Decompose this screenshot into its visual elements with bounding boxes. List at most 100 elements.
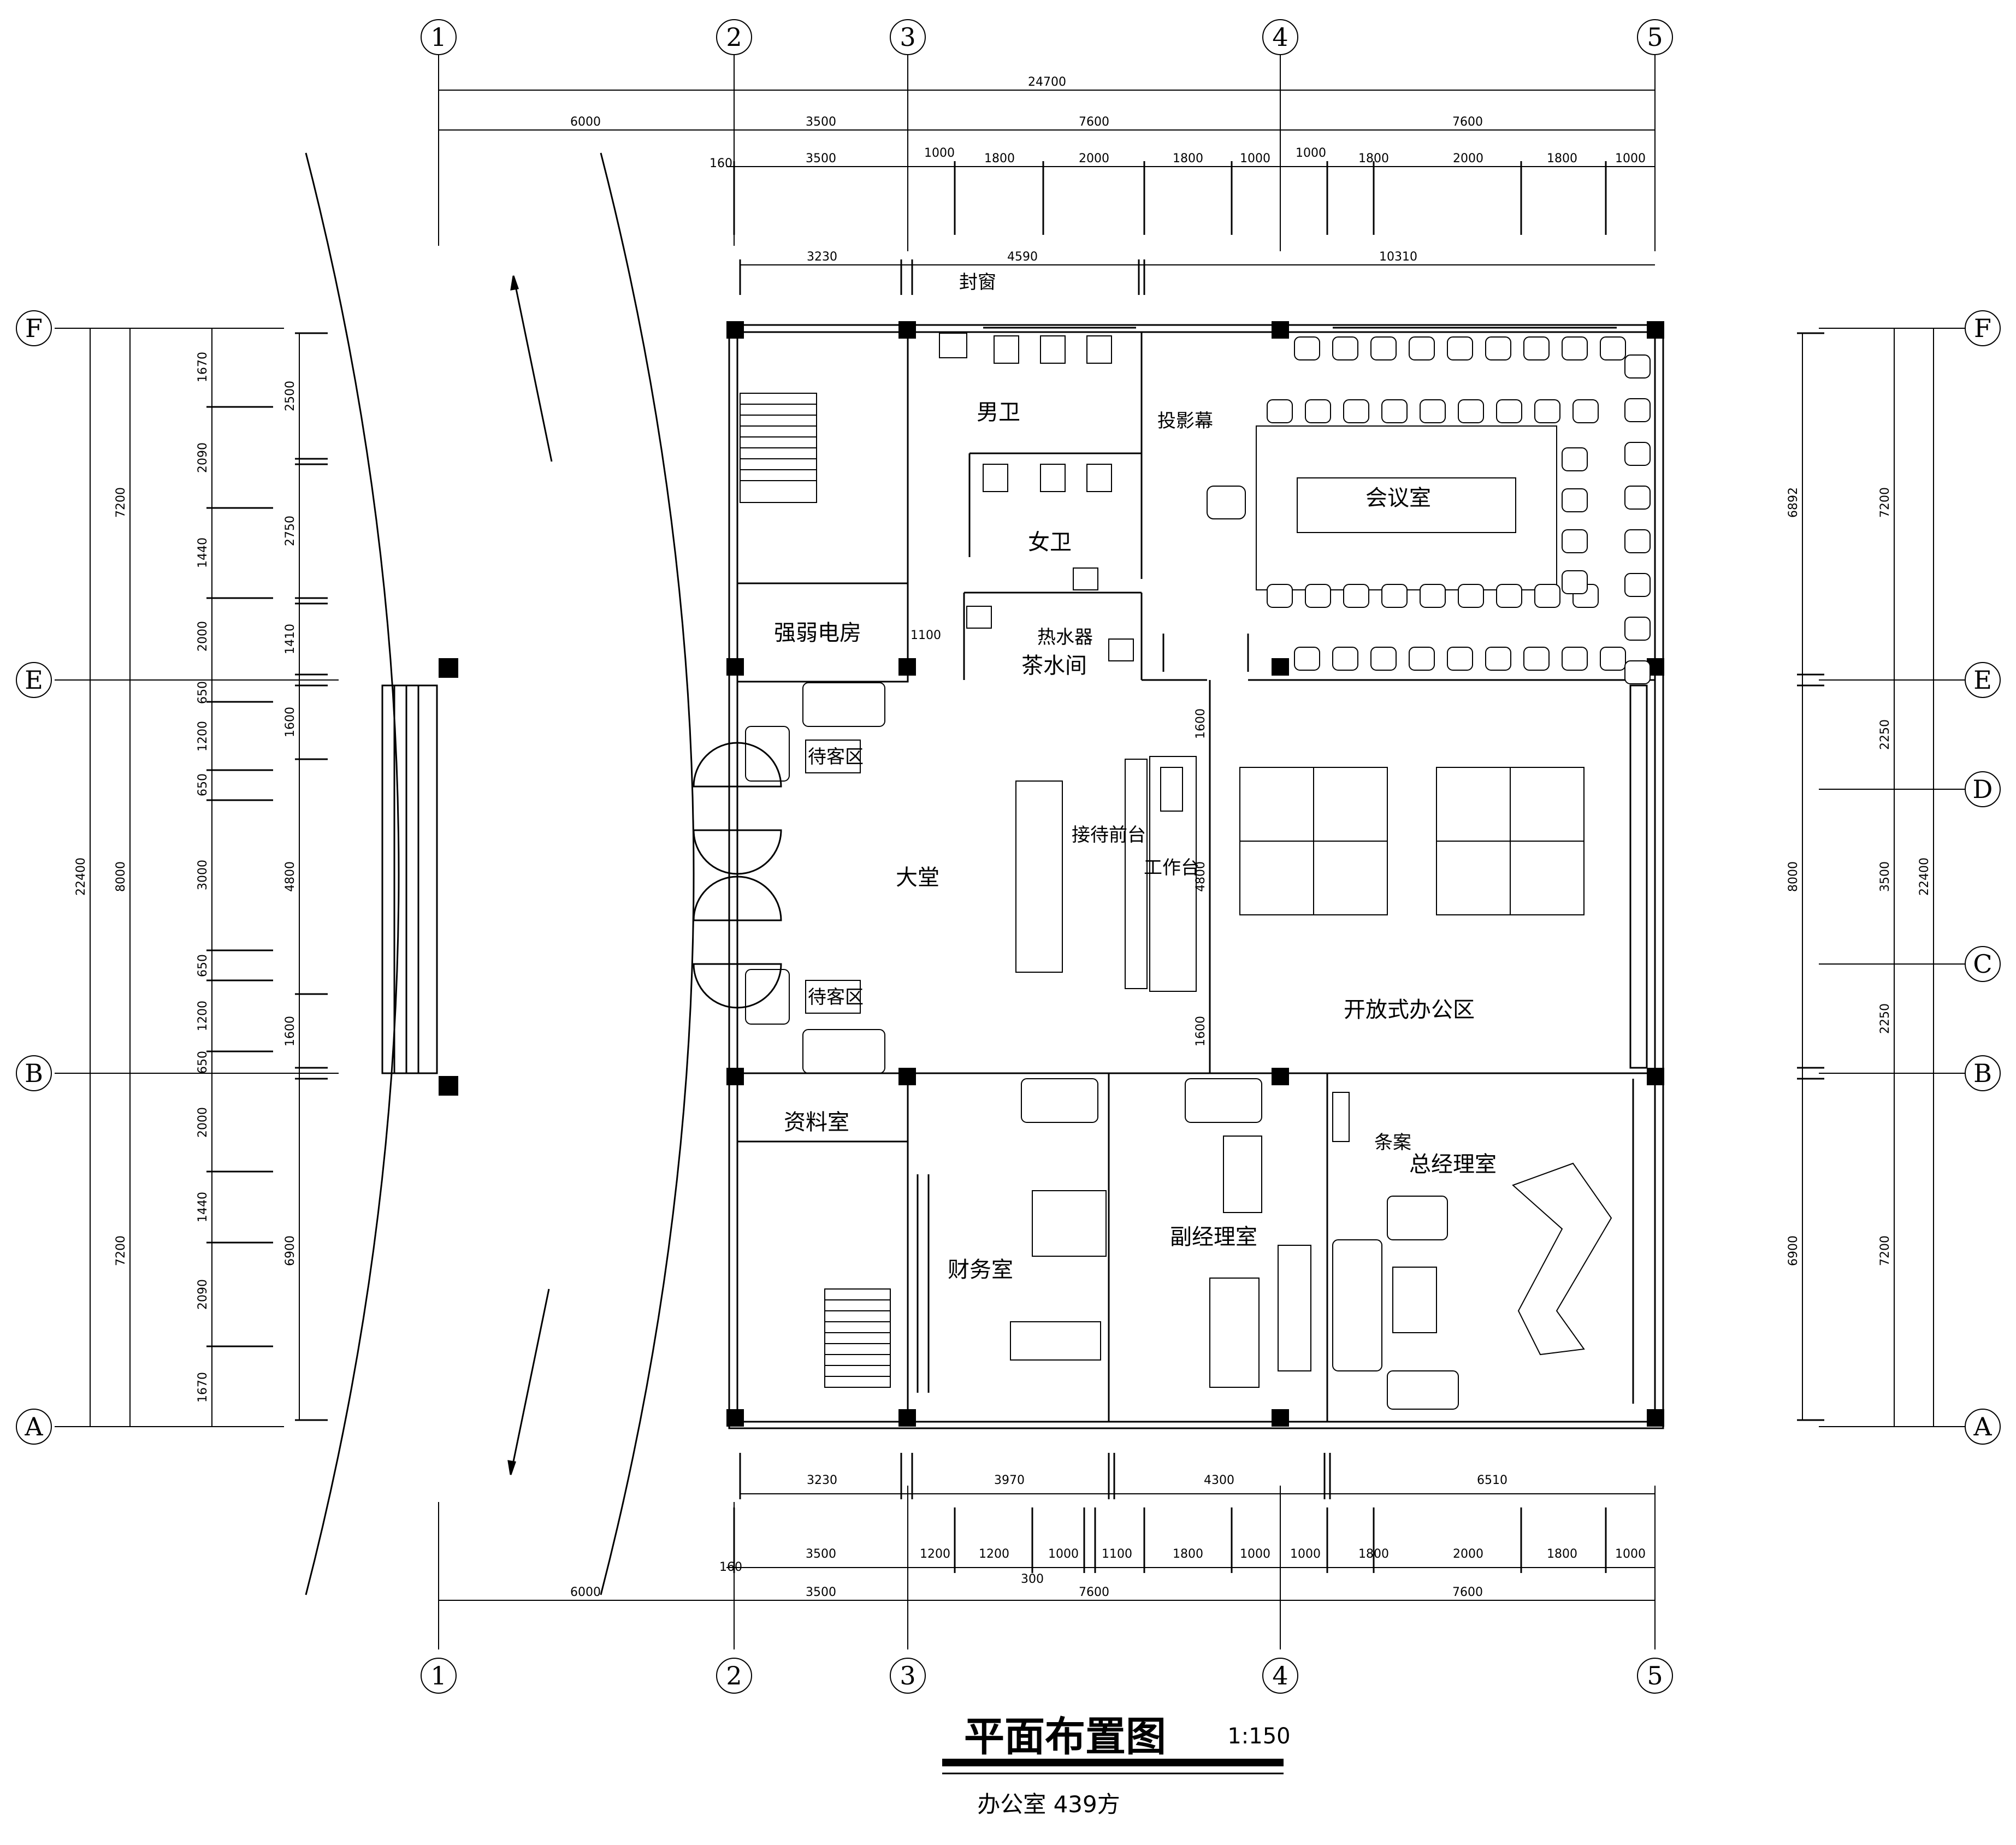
dim-bot-r2-11: 1800 xyxy=(1547,1547,1577,1561)
dim-top-r3-8: 1000 xyxy=(1296,146,1326,160)
dim-top-r4-1: 3230 xyxy=(807,250,837,264)
svg-text:1: 1 xyxy=(430,1661,446,1690)
meeting-chair xyxy=(1409,336,1435,360)
top-dimension-text: 24700 6000 3500 7600 7600 160 3500 1000 … xyxy=(570,75,1646,264)
dim-right-mid-3: 2250 xyxy=(1878,1003,1892,1034)
dim-bot-r2-4: 1000 xyxy=(1048,1547,1079,1561)
label-womens-toilet: 女卫 xyxy=(1028,530,1072,555)
dim-top-r3-3: 1000 xyxy=(924,146,955,160)
label-work-desk: 工作台 xyxy=(1144,857,1199,879)
dim-right-inner-2: 8000 xyxy=(1787,861,1800,892)
meeting-chair xyxy=(1420,399,1446,423)
dim-left-inner-6: 1200 xyxy=(196,721,210,752)
axis-1-bottom-label: 1 xyxy=(421,1658,457,1694)
label-tea-room: 茶水间 xyxy=(1021,653,1087,678)
meeting-chair xyxy=(1562,336,1588,360)
dim-right-inner-1: 6892 xyxy=(1787,487,1800,518)
meeting-chair xyxy=(1381,584,1408,608)
stairs xyxy=(740,393,891,1388)
curved-walkway xyxy=(305,152,695,1595)
dim-left-inner-7: 650 xyxy=(196,773,210,796)
dim-bot-r3-3: 7600 xyxy=(1079,1586,1109,1599)
svg-text:A: A xyxy=(24,1412,43,1441)
meeting-chair xyxy=(1624,442,1651,466)
meeting-chair xyxy=(1305,584,1331,608)
dim-top-r3-9: 1800 xyxy=(1358,152,1389,165)
dim-left-wall-6: 1600 xyxy=(283,1016,297,1046)
meeting-chair xyxy=(1294,336,1320,360)
meeting-chair xyxy=(1562,488,1588,512)
axis-5-bottom-label: 5 xyxy=(1637,1658,1673,1694)
label-water-heater: 热水器 xyxy=(1037,626,1093,648)
dim-right-mid-2: 3500 xyxy=(1878,861,1892,892)
dim-bot-r2-2: 1200 xyxy=(920,1547,950,1561)
meeting-chair xyxy=(1562,570,1588,594)
dim-bot-r1-4: 6510 xyxy=(1477,1474,1507,1487)
dim-left-inner-2: 2090 xyxy=(196,442,210,473)
dim-right-inner-3: 6900 xyxy=(1787,1235,1800,1266)
left-dimension-lines xyxy=(90,328,328,1427)
meeting-chair xyxy=(1267,399,1293,423)
svg-text:F: F xyxy=(25,314,43,343)
meeting-chair xyxy=(1572,399,1599,423)
title-block: 平面布置图 1:150 办公室 439方 xyxy=(942,1713,1291,1818)
office-furniture xyxy=(1010,1078,1612,1410)
dim-right-outer-2: 22400 xyxy=(1918,858,1931,896)
meeting-chair xyxy=(1458,399,1484,423)
label-open-office: 开放式办公区 xyxy=(1344,997,1475,1022)
dim-top-r3-5: 2000 xyxy=(1079,152,1109,165)
dim-top-r3-4: 1800 xyxy=(984,152,1015,165)
meeting-chair xyxy=(1343,584,1369,608)
dim-top-r2-1: 6000 xyxy=(570,115,601,129)
label-projection-screen: 投影幕 xyxy=(1157,410,1213,432)
label-meeting-room: 会议室 xyxy=(1365,486,1431,511)
dim-top-r2-2: 3500 xyxy=(806,115,836,129)
dim-top-r2-3: 7600 xyxy=(1079,115,1109,129)
dim-top-r3-2: 3500 xyxy=(806,152,836,165)
axis-F-right-label: F xyxy=(1965,310,2001,346)
label-dim-1600a: 1600 xyxy=(1194,708,1208,739)
meeting-chair xyxy=(1624,486,1651,510)
meeting-chair xyxy=(1523,647,1550,671)
meeting-chair xyxy=(1534,584,1560,608)
dim-right-mid-1: 2250 xyxy=(1878,719,1892,750)
meeting-chair xyxy=(1485,336,1511,360)
dim-bot-r2-3: 1200 xyxy=(979,1547,1009,1561)
dim-bot-r3-2: 3500 xyxy=(806,1586,836,1599)
dim-top-r3-11: 1800 xyxy=(1547,152,1577,165)
dim-left-inner-5: 650 xyxy=(196,681,210,704)
meeting-chair xyxy=(1332,336,1358,360)
meeting-chair xyxy=(1562,447,1588,471)
dim-bot-r2-1: 3500 xyxy=(806,1547,836,1561)
meeting-chair xyxy=(1370,647,1397,671)
meeting-chair xyxy=(1496,584,1522,608)
dim-left-wall-4: 1600 xyxy=(283,707,297,737)
axis-3-top-label: 3 xyxy=(890,19,926,55)
axis-1-top-label: 1 xyxy=(421,19,457,55)
meeting-chair xyxy=(1523,336,1550,360)
bottom-dimension-text: 3230 3970 4300 6510 3500 1200 1200 1000 … xyxy=(570,1474,1646,1599)
dim-left-outer-1: 7200 xyxy=(114,487,128,518)
dim-left-inner-10: 1200 xyxy=(196,1001,210,1031)
meeting-chair xyxy=(1381,399,1408,423)
dim-left-total: 22400 xyxy=(74,858,88,896)
dim-left-inner-15: 1670 xyxy=(196,1372,210,1403)
dim-left-inner-12: 2000 xyxy=(196,1107,210,1138)
dim-top-r3-1: 160 xyxy=(710,157,732,170)
axis-B-right-label: B xyxy=(1965,1055,2001,1091)
axis-A-left-label: A xyxy=(16,1409,52,1445)
top-dimension-lines xyxy=(439,90,1655,295)
meeting-chair xyxy=(1332,647,1358,671)
meeting-chair xyxy=(1409,647,1435,671)
dim-bot-r2-9: 1800 xyxy=(1358,1547,1389,1561)
label-archive-room: 资料室 xyxy=(784,1110,849,1135)
meeting-chair xyxy=(1496,399,1522,423)
meeting-chair xyxy=(1447,336,1473,360)
axis-4-bottom-label: 4 xyxy=(1262,1658,1298,1694)
svg-text:D: D xyxy=(1973,774,1993,804)
dim-left-outer-3: 7200 xyxy=(114,1235,128,1266)
svg-text:4: 4 xyxy=(1272,1661,1288,1690)
meeting-chair xyxy=(1447,647,1473,671)
dim-bot-r1-3: 4300 xyxy=(1204,1474,1234,1487)
